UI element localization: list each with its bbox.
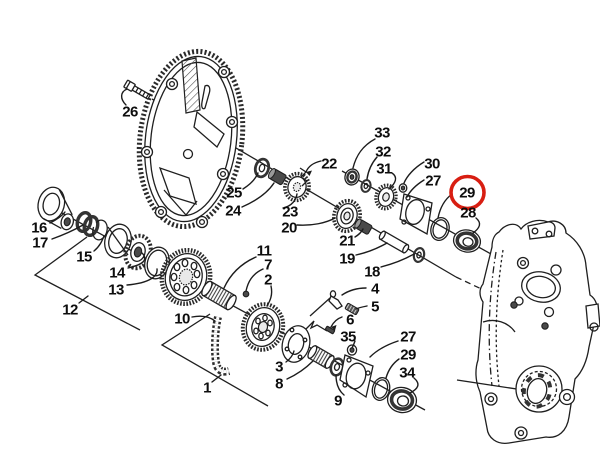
callout-26: 26 <box>122 103 138 121</box>
part-27b-bearing-flange <box>339 354 374 399</box>
part-35-nut <box>346 344 358 356</box>
callout-16: 16 <box>31 219 47 237</box>
gearcase-housing <box>456 219 600 444</box>
part-22-clip <box>299 167 309 187</box>
part-16-cap <box>37 186 75 231</box>
arrowhead-22 <box>306 170 312 176</box>
callout-7: 7 <box>264 256 272 274</box>
part-17-orings <box>75 210 100 238</box>
callout-13: 13 <box>108 281 124 299</box>
part-24-bushing <box>267 168 287 186</box>
callout-1: 1 <box>203 379 211 397</box>
callout-14: 14 <box>109 264 125 282</box>
upper-shaft-parts <box>123 79 426 263</box>
callout-4: 4 <box>371 280 379 298</box>
part-6-pin <box>324 325 336 335</box>
callout-5: 5 <box>371 298 379 316</box>
part-33-nut <box>344 168 360 186</box>
leader-lines <box>49 88 481 396</box>
callout-33: 33 <box>374 124 390 142</box>
callout-3: 3 <box>275 358 283 376</box>
callout-21: 21 <box>339 232 355 250</box>
cover-ears <box>140 65 239 229</box>
callout-29-circled: 29 <box>459 184 475 202</box>
part-2-gear <box>240 302 286 352</box>
callout-22: 22 <box>321 155 337 173</box>
callout-6: 6 <box>346 311 354 329</box>
arrowhead-6 <box>331 325 337 331</box>
part-29b-oring <box>371 377 391 401</box>
part-32-washer <box>360 179 372 193</box>
part-10-chain <box>210 316 231 376</box>
callout-34: 34 <box>399 364 415 382</box>
part-4-grease-fitting <box>328 290 343 310</box>
callout-30: 30 <box>424 155 440 173</box>
callout-23: 23 <box>282 203 298 221</box>
part-15-snapring-washer <box>92 219 132 259</box>
callout-10: 10 <box>174 310 190 328</box>
callout-9: 9 <box>334 392 342 410</box>
part-34-bearing <box>386 386 418 414</box>
callout-24: 24 <box>225 202 241 220</box>
callout-20: 20 <box>281 219 297 237</box>
output-gear-parts <box>344 168 482 253</box>
part-13-ring <box>144 246 170 280</box>
part-25-washer <box>253 157 271 179</box>
part-11-splined-collar <box>201 280 237 311</box>
cover-tensioner-strip <box>181 57 201 114</box>
callout-28: 28 <box>460 204 476 222</box>
part-28-bearing <box>452 229 482 253</box>
part-23-bevel-gear <box>283 171 311 203</box>
callout-11: 11 <box>256 242 272 260</box>
part-30-nut <box>398 183 408 193</box>
part-27a-bearing-flange <box>399 193 433 236</box>
highlight-circle-29 <box>449 174 486 211</box>
callout-35: 35 <box>340 328 356 346</box>
callout-32: 32 <box>375 143 391 161</box>
callout-27a: 27 <box>425 172 441 190</box>
callout-15: 15 <box>76 248 92 266</box>
part-7-bolt <box>242 290 250 298</box>
callout-8: 8 <box>275 375 283 393</box>
callout-17: 17 <box>32 234 48 252</box>
bracket-12 <box>33 236 141 331</box>
callout-19: 19 <box>339 250 355 268</box>
part-3-flange <box>281 325 311 363</box>
part-5-set-screw <box>344 303 360 315</box>
bracket-1 <box>160 313 269 407</box>
callout-27b: 27 <box>400 328 416 346</box>
part-19-shaft <box>378 230 410 254</box>
driveshaft-parts <box>37 186 418 414</box>
part-8-splined-collar <box>307 345 335 369</box>
callout-29b: 29 <box>400 346 416 364</box>
housing-output-boss <box>515 365 563 413</box>
part-29a-oring <box>430 217 450 241</box>
callout-31: 31 <box>376 160 392 178</box>
callout-25: 25 <box>226 184 242 202</box>
part-26-bolt <box>123 79 152 100</box>
callout-2: 2 <box>264 271 272 289</box>
chaincase-cover <box>136 48 246 230</box>
callout-18: 18 <box>364 263 380 281</box>
callout-12: 12 <box>62 301 78 319</box>
part-31-gear <box>374 183 398 211</box>
